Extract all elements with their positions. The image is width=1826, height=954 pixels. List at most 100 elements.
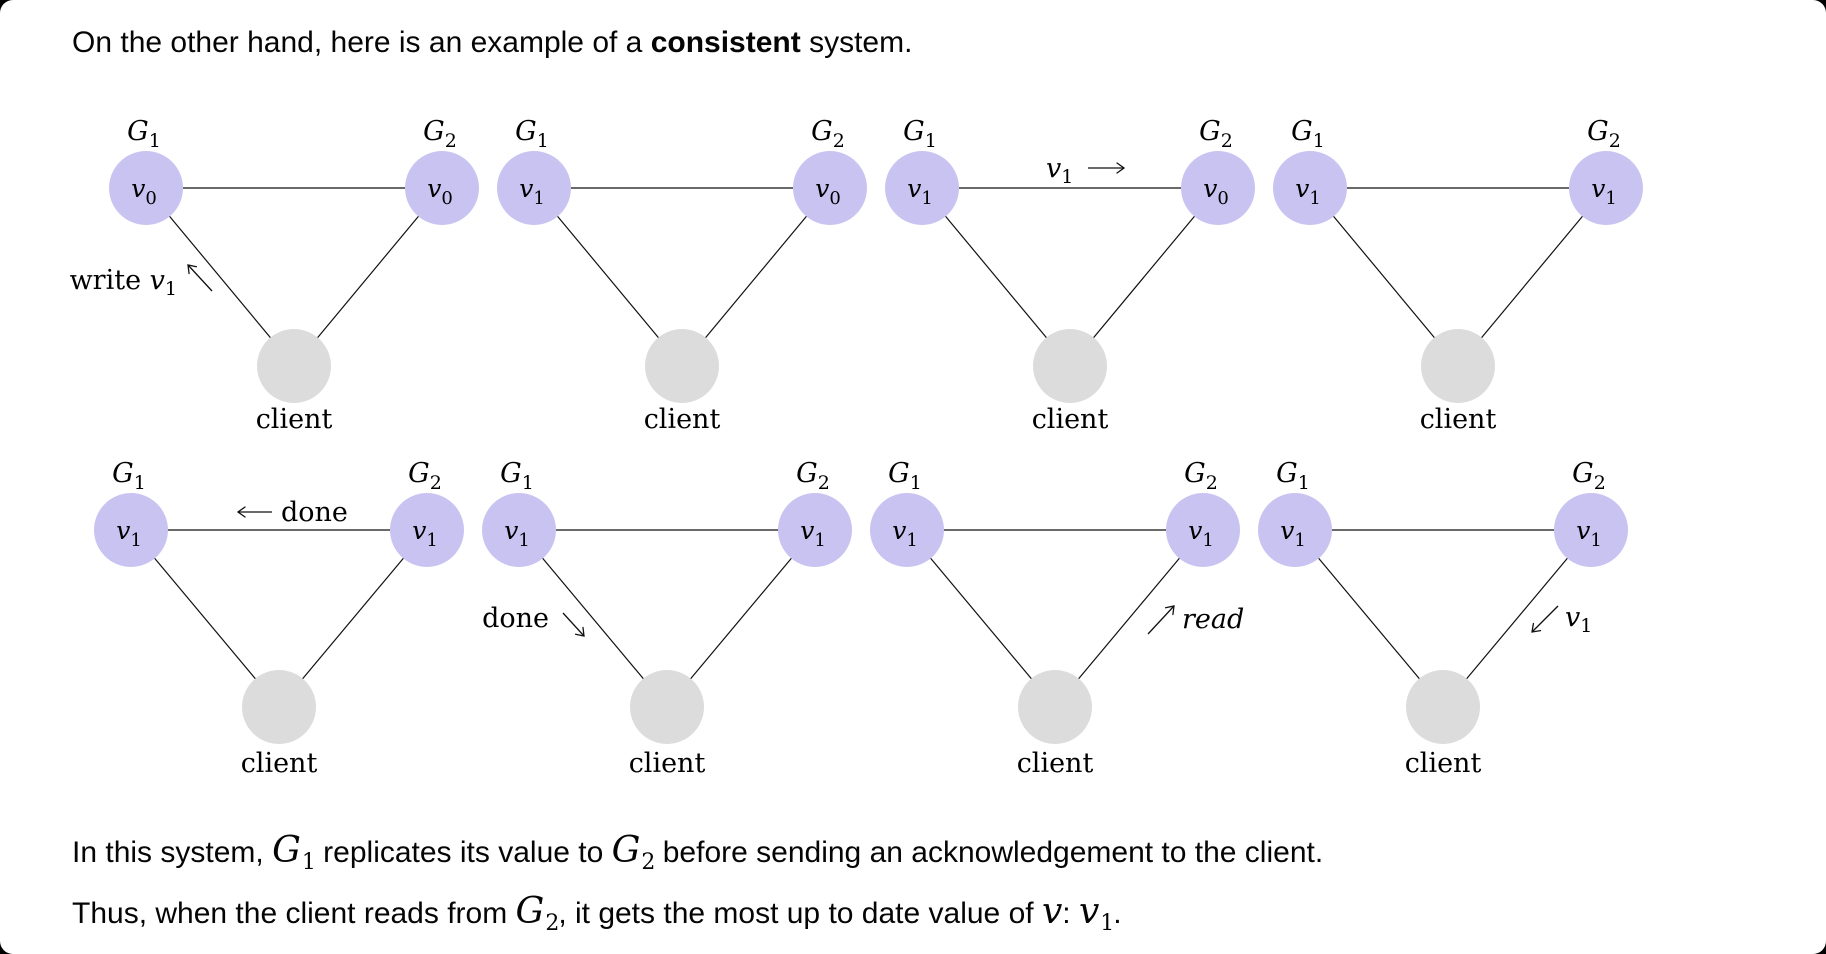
math-symbol: G1 <box>272 830 316 875</box>
title-text-before: On the other hand, here is an example of… <box>72 26 651 59</box>
g1-value-subscript: 1 <box>906 530 917 551</box>
g2-value-subscript: 1 <box>1590 530 1601 551</box>
g1-node-label-subscript: 1 <box>134 472 146 494</box>
g1-value-subscript: 1 <box>130 530 141 551</box>
done-ack-label: done <box>281 497 348 528</box>
edge-g2-client <box>278 529 428 708</box>
g1-value: v1 <box>519 174 545 209</box>
g2-node-label: G2 <box>796 458 830 494</box>
g1-value: v1 <box>892 516 918 551</box>
g1-node-label: G1 <box>127 116 161 152</box>
g2-node-label-base: G <box>423 116 445 147</box>
g1-node-label: G1 <box>1291 116 1325 152</box>
g2-node-label: G2 <box>811 116 845 152</box>
edge-g1-client <box>145 187 295 367</box>
replica-node-g2 <box>1569 151 1643 225</box>
done-to-client-label-arrow <box>562 612 585 637</box>
g2-node-label-subscript: 2 <box>1206 472 1218 494</box>
g2-node-label-base: G <box>1587 116 1609 147</box>
replica-node-g2 <box>793 151 867 225</box>
math-symbol: G2 <box>515 891 560 936</box>
g1-value: v0 <box>131 174 157 209</box>
math-subscript: 2 <box>641 850 656 875</box>
edge-g2-client <box>1054 529 1204 708</box>
replica-node-g1 <box>482 493 556 567</box>
replica-node-g1 <box>497 151 571 225</box>
g2-node-label-subscript: 2 <box>1221 130 1233 152</box>
footer-text: before sending an acknowledgement to the… <box>654 836 1324 869</box>
edge-g2-client <box>1442 529 1592 708</box>
g2-value-base: v <box>1576 516 1590 545</box>
client-node <box>257 329 331 403</box>
client-node-label: client <box>1017 748 1094 779</box>
g2-value-base: v <box>815 174 829 203</box>
g2-node-label-subscript: 2 <box>430 472 442 494</box>
g1-value: v1 <box>504 516 530 551</box>
footer-text: : <box>1062 897 1079 930</box>
g2-node-label-subscript: 2 <box>833 130 845 152</box>
math-subscript: 2 <box>545 911 560 936</box>
g2-node-label-base: G <box>811 116 833 147</box>
g1-value-subscript: 1 <box>533 188 544 209</box>
g1-node-label-subscript: 1 <box>522 472 534 494</box>
replica-node-g2 <box>1166 493 1240 567</box>
footer-text: . <box>1113 897 1122 930</box>
g2-node-label-base: G <box>1572 458 1594 489</box>
read-result-v1-label-part: 1 <box>1580 615 1592 637</box>
g2-value-subscript: 1 <box>1202 530 1213 551</box>
client-node <box>645 329 719 403</box>
edge-g2-client <box>666 529 816 708</box>
client-node-label: client <box>1420 404 1497 435</box>
read-result-v1-label: v1 <box>1565 602 1592 637</box>
g2-value: v1 <box>412 516 438 551</box>
math-symbol: v <box>1041 891 1063 932</box>
g1-node-label: G1 <box>112 458 146 494</box>
g2-value-subscript: 0 <box>829 188 840 209</box>
edge-g1-client <box>533 187 683 367</box>
g2-node-label-subscript: 2 <box>1594 472 1606 494</box>
math-subscript: 1 <box>301 850 316 875</box>
g1-node-label-base: G <box>1291 116 1313 147</box>
replica-node-g2 <box>1181 151 1255 225</box>
write-v1-label-part: 1 <box>165 278 177 300</box>
replica-node-g1 <box>870 493 944 567</box>
g2-value-base: v <box>1591 174 1605 203</box>
replica-node-g2 <box>405 151 479 225</box>
g2-value-subscript: 1 <box>1605 188 1616 209</box>
replica-node-g1 <box>885 151 959 225</box>
read-label: read <box>1182 604 1244 635</box>
g2-value: v1 <box>1591 174 1617 209</box>
edge-g1-client <box>1309 187 1459 367</box>
edge-g1-client <box>906 529 1056 708</box>
read-result-v1-label-arrow <box>1531 605 1559 633</box>
replica-node-g1 <box>1258 493 1332 567</box>
g2-value-subscript: 0 <box>441 188 452 209</box>
g2-value: v1 <box>1188 516 1214 551</box>
g1-value-base: v <box>131 174 145 203</box>
title-text-after: system. <box>800 26 913 59</box>
g1-node-label: G1 <box>500 458 534 494</box>
replicate-v1-label-part: 1 <box>1061 166 1073 188</box>
g2-value-subscript: 1 <box>814 530 825 551</box>
write-v1-label: write v1 <box>70 265 177 300</box>
g1-node-label-subscript: 1 <box>149 130 161 152</box>
g2-node-label-subscript: 2 <box>818 472 830 494</box>
g2-node-label-base: G <box>796 458 818 489</box>
g2-node-label: G2 <box>1572 458 1606 494</box>
g1-node-label-subscript: 1 <box>537 130 549 152</box>
client-node-label: client <box>241 748 318 779</box>
edge-g2-client <box>1457 187 1607 367</box>
g1-node-label: G1 <box>903 116 937 152</box>
footer-line-2: Thus, when the client reads from G2, it … <box>72 894 1122 935</box>
math-symbol: G2 <box>611 830 656 875</box>
g1-value: v1 <box>116 516 142 551</box>
g1-node-label-base: G <box>903 116 925 147</box>
